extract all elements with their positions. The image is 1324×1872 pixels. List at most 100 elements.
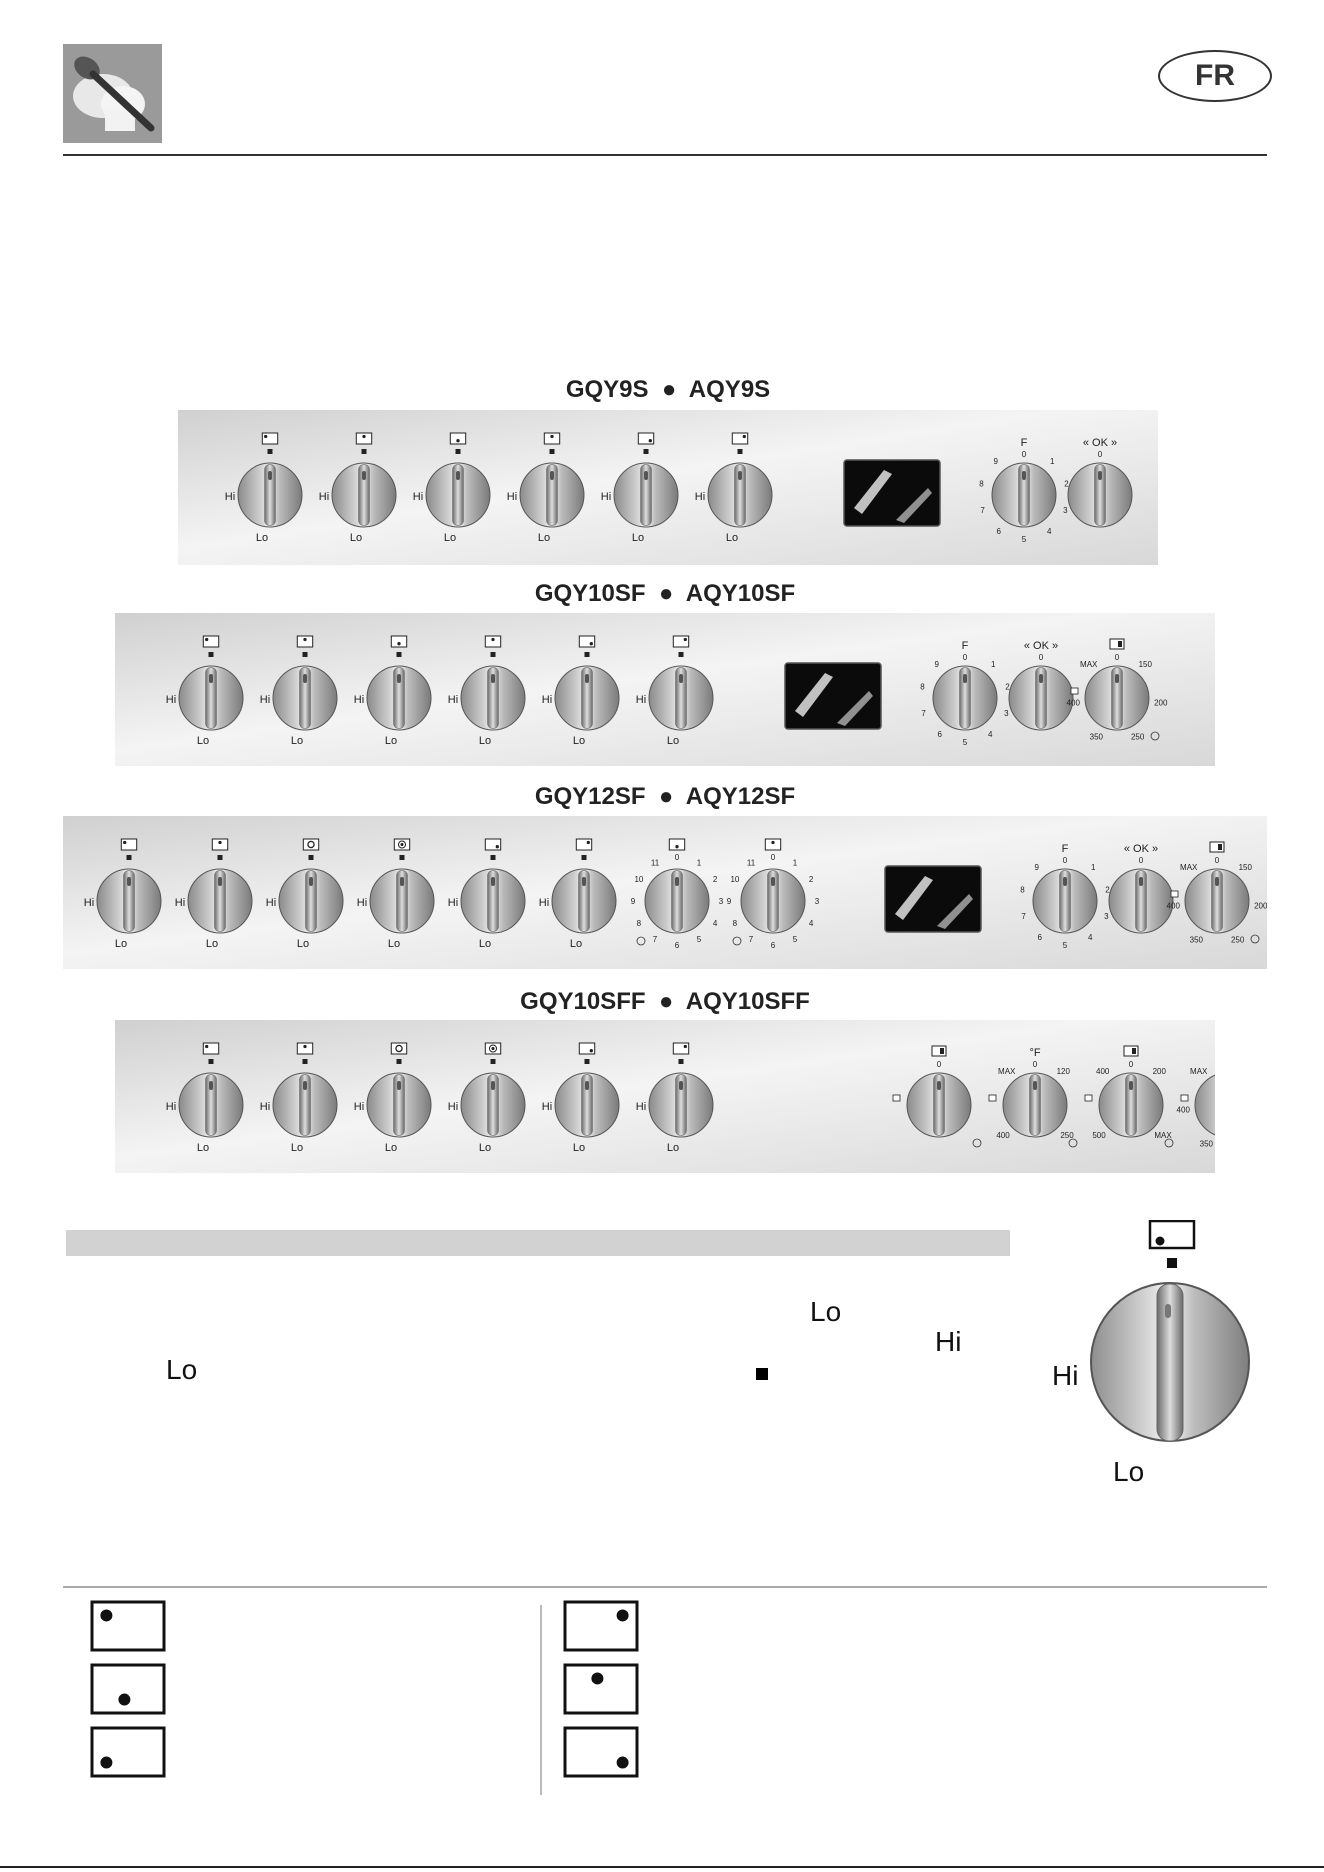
timer-0-zero: 0 [675,853,680,862]
burner-rear-right-icon [575,838,593,851]
gas-knob-6[interactable] [551,868,617,934]
gas-knob-4-lo-label: Lo [479,1142,491,1154]
gas-knob-4[interactable] [460,1072,526,1138]
burner-front-center-icon [668,838,686,851]
knob-dial-0-num-0: 1 [991,660,996,669]
gas-knob-3-hi-label: Hi [354,1101,364,1113]
gas-knob-5-lo-label: Lo [573,735,585,747]
knob-dial-0-zero: 0 [1063,856,1068,865]
gas-knob-5[interactable] [460,868,526,934]
timer-knob-1[interactable] [644,868,710,934]
control-knob-dial-1[interactable] [1032,868,1098,934]
text-hi-1: Hi [935,1326,962,1357]
gas-knob-5-hi-label: Hi [542,1101,552,1113]
marker-square-icon [678,652,684,657]
marker-square-icon [396,1059,402,1064]
gas-knob-4[interactable] [369,868,435,934]
burner-wok-icon [484,1042,502,1055]
control-knob-dial-1[interactable] [932,665,998,731]
knob-dial-0-num-5: 6 [1038,933,1043,942]
gas-knob-5-hi-label: Hi [601,491,611,503]
knob-dial-0-num-4: 5 [963,738,968,747]
control-panel-drawing-2: HiLoHiLoHiLoHiLoHiLoHiLo0123456789101101… [63,816,1268,969]
gas-knob-3[interactable] [366,1072,432,1138]
gas-knob-6[interactable] [707,462,773,528]
gas-knob-2[interactable] [331,462,397,528]
timer-0-num-8: 9 [631,897,636,906]
display-screen [784,662,882,730]
gas-knob-4[interactable] [519,462,585,528]
gas-knob-1[interactable] [237,462,303,528]
thermostat-light-icon [1250,934,1260,944]
oven-mode-icon [1180,1094,1189,1102]
marker-square-icon [581,855,587,860]
big-knob-lo-label: Lo [1113,1456,1145,1487]
gas-knob-4-hi-label: Hi [448,1101,458,1113]
marker-square-icon [549,449,555,454]
gas-knob-6[interactable] [648,1072,714,1138]
timer-1-num-0: 1 [793,859,798,868]
gas-knob-1[interactable] [96,868,162,934]
control-knob-oven-3[interactable] [1184,868,1250,934]
gas-knob-2[interactable] [272,1072,338,1138]
thermostat-light-icon [1150,731,1160,741]
gas-knob-5[interactable] [613,462,679,528]
knob-dial-0-num-6: 7 [980,506,985,515]
gas-knob-6-hi-label: Hi [636,694,646,706]
knob-dial-0-num-8: 9 [1034,863,1039,872]
gas-knob-3[interactable] [366,665,432,731]
knob-oven-2-num-1: MAX [1154,1131,1172,1140]
control-knob-oven-1[interactable] [906,1072,972,1138]
burner-ring-icon [302,838,320,851]
gas-knob-3[interactable] [278,868,344,934]
gas-knob-3[interactable] [425,462,491,528]
gas-knob-1-hi-label: Hi [166,694,176,706]
knob-dial-0-label: F [1021,437,1028,449]
oven-function-icon [931,1045,947,1057]
gas-knob-2[interactable] [187,868,253,934]
timer-knob-2[interactable] [740,868,806,934]
marker-square-icon [308,855,314,860]
gas-knob-5-lo-label: Lo [479,938,491,950]
knob-oven-2-num-3: 350 [1190,936,1204,945]
marker-square-icon [584,652,590,657]
marker-square-icon [217,855,223,860]
timer-1-num-4: 5 [793,935,798,944]
control-knob-oven-3[interactable] [1098,1072,1164,1138]
gas-knob-2-hi-label: Hi [260,1101,270,1113]
gas-knob-1-hi-label: Hi [166,1101,176,1113]
gas-knob-3-hi-label: Hi [266,897,276,909]
oven-mode-icon [1084,1094,1093,1102]
gas-knob-1[interactable] [178,665,244,731]
panel-title-2: GQY12SF ● AQY12SF [534,783,796,810]
gas-knob-2[interactable] [272,665,338,731]
text-lo-2: Lo [166,1354,198,1385]
gas-knob-4[interactable] [460,665,526,731]
panel-title-0: GQY9S ● AQY9S [565,376,771,403]
control-knob-ok-2[interactable] [1067,462,1133,528]
timer-0-num-1: 2 [713,875,718,884]
thermostat-light-icon [1164,1138,1174,1148]
gas-knob-6[interactable] [648,665,714,731]
control-knob-oven-2[interactable] [1002,1072,1068,1138]
gas-knob-5[interactable] [554,665,620,731]
gas-knob-1[interactable] [178,1072,244,1138]
knob-oven-1-num-0: 120 [1057,1067,1071,1076]
control-knob-oven-3[interactable] [1084,665,1150,731]
knob-oven-2-zero: 0 [1115,653,1120,662]
gas-knob-5[interactable] [554,1072,620,1138]
marker-square-icon [737,449,743,454]
section-heading-bar [66,1230,1010,1256]
control-knob-ok-2[interactable] [1108,868,1174,934]
burner-rear-center-icon [355,432,373,445]
gas-knob-2-hi-label: Hi [319,491,329,503]
knob-dial-0-num-6: 7 [1021,912,1026,921]
control-knob-dial-1[interactable] [991,462,1057,528]
control-knob-ok-2[interactable] [1008,665,1074,731]
burner-rear-left-icon [202,1042,220,1055]
marker-square-icon [126,855,132,860]
gas-knob-5-lo-label: Lo [573,1142,585,1154]
